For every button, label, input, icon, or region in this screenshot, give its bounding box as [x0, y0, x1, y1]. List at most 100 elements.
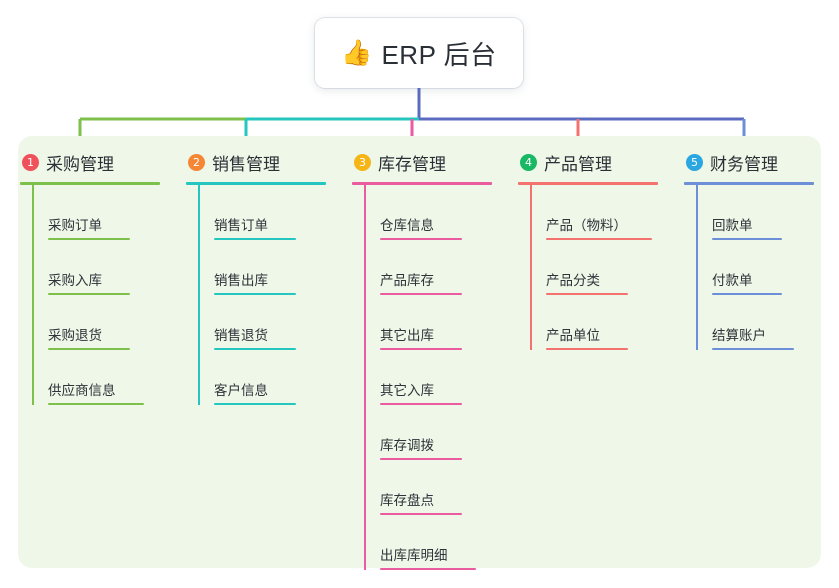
column-spine: [696, 185, 698, 350]
column-item-label: 销售订单: [214, 218, 268, 233]
column-item-label: 供应商信息: [48, 383, 116, 398]
column-item-list: 产品（物料） 产品分类产品单位: [518, 185, 668, 350]
column-item[interactable]: 产品单位: [518, 295, 668, 350]
column-item-list: 采购订单采购入库采购退货供应商信息: [20, 185, 170, 405]
column-spine: [530, 185, 532, 350]
column-item-label: 库存调拨: [380, 438, 434, 453]
column-header[interactable]: 4 产品管理: [518, 145, 668, 179]
column-item[interactable]: 销售订单: [186, 185, 336, 240]
column-item-label: 其它出库: [380, 328, 434, 343]
column-title: 产品管理: [544, 154, 612, 174]
column-item[interactable]: 回款单: [684, 185, 824, 240]
module-column: 2 销售管理销售订单销售出库销售退货客户信息: [186, 145, 336, 405]
column-item-rule: [380, 458, 462, 460]
column-item-label: 产品分类: [546, 273, 600, 288]
column-item-rule: [712, 348, 794, 350]
column-item-rule: [380, 348, 462, 350]
column-item-rule: [48, 403, 144, 405]
column-item-rule: [380, 403, 462, 405]
column-item[interactable]: 采购退货: [20, 295, 170, 350]
column-item-list: 仓库信息产品库存其它出库其它入库库存调拨库存盘点出库库明细: [352, 185, 502, 570]
column-item-rule: [380, 513, 462, 515]
column-item-list: 回款单付款单结算账户: [684, 185, 824, 350]
column-header[interactable]: 2 销售管理: [186, 145, 336, 179]
module-column: 1 采购管理采购订单采购入库采购退货供应商信息: [20, 145, 170, 405]
column-item-label: 回款单: [712, 218, 753, 233]
column-title: 销售管理: [212, 154, 280, 174]
column-item[interactable]: 付款单: [684, 240, 824, 295]
column-item-label: 结算账户: [712, 328, 766, 343]
column-item-rule: [712, 238, 782, 240]
column-item-label: 付款单: [712, 273, 753, 288]
column-item-label: 产品单位: [546, 328, 600, 343]
column-item-label: 产品库存: [380, 273, 434, 288]
column-header-rule: [352, 182, 492, 185]
column-item-rule: [546, 348, 628, 350]
column-item[interactable]: 供应商信息: [20, 350, 170, 405]
column-title: 财务管理: [710, 154, 778, 174]
column-item-rule: [214, 293, 296, 295]
column-item-label: 采购退货: [48, 328, 102, 343]
column-item[interactable]: 产品（物料）: [518, 185, 668, 240]
column-spine: [32, 185, 34, 405]
root-node-title: ERP 后台: [381, 39, 497, 70]
column-item-label: 客户信息: [214, 383, 268, 398]
column-header-rule: [684, 182, 814, 185]
column-spine: [198, 185, 200, 405]
column-spine: [364, 185, 366, 570]
column-item[interactable]: 结算账户: [684, 295, 824, 350]
column-item-label: 仓库信息: [380, 218, 434, 233]
module-column: 5 财务管理回款单付款单结算账户: [684, 145, 824, 350]
column-item-label: 采购入库: [48, 273, 102, 288]
column-item-rule: [48, 348, 130, 350]
column-item-label: 销售退货: [214, 328, 268, 343]
column-item-list: 销售订单销售出库销售退货客户信息: [186, 185, 336, 405]
column-item-label: 库存盘点: [380, 493, 434, 508]
column-item[interactable]: 仓库信息: [352, 185, 502, 240]
column-number-badge: 2: [188, 153, 205, 171]
column-item[interactable]: 采购订单: [20, 185, 170, 240]
column-item-rule: [214, 403, 296, 405]
column-item-rule: [380, 568, 476, 570]
root-node[interactable]: 👍 ERP 后台: [315, 18, 523, 88]
column-item[interactable]: 客户信息: [186, 350, 336, 405]
column-item-rule: [712, 293, 782, 295]
column-item[interactable]: 产品库存: [352, 240, 502, 295]
column-item-rule: [546, 238, 652, 240]
column-item[interactable]: 其它出库: [352, 295, 502, 350]
column-item[interactable]: 库存调拨: [352, 405, 502, 460]
column-header-rule: [518, 182, 658, 185]
column-item-rule: [380, 238, 462, 240]
column-item-rule: [48, 293, 130, 295]
column-item[interactable]: 库存盘点: [352, 460, 502, 515]
column-item-label: 其它入库: [380, 383, 434, 398]
thumbs-up-icon: 👍: [341, 38, 373, 67]
column-title: 库存管理: [378, 154, 446, 174]
column-item[interactable]: 销售出库: [186, 240, 336, 295]
modules-panel: [18, 136, 821, 568]
column-item[interactable]: 销售退货: [186, 295, 336, 350]
column-item-rule: [214, 348, 296, 350]
column-number-badge: 1: [22, 153, 39, 171]
column-item[interactable]: 其它入库: [352, 350, 502, 405]
column-item-rule: [380, 293, 462, 295]
column-item-rule: [48, 238, 130, 240]
column-number-badge: 5: [686, 153, 703, 171]
column-item[interactable]: 产品分类: [518, 240, 668, 295]
column-header-rule: [20, 182, 160, 185]
column-item-label: 出库库明细: [380, 548, 448, 563]
column-item-rule: [214, 238, 296, 240]
column-item-label: 产品（物料）: [546, 218, 627, 233]
column-title: 采购管理: [46, 154, 114, 174]
column-header[interactable]: 1 采购管理: [20, 145, 170, 179]
column-item[interactable]: 采购入库: [20, 240, 170, 295]
column-number-badge: 4: [520, 153, 537, 171]
column-item[interactable]: 出库库明细: [352, 515, 502, 570]
column-header[interactable]: 5 财务管理: [684, 145, 824, 179]
module-column: 4 产品管理产品（物料） 产品分类产品单位: [518, 145, 668, 350]
column-item-label: 采购订单: [48, 218, 102, 233]
column-item-rule: [546, 293, 628, 295]
